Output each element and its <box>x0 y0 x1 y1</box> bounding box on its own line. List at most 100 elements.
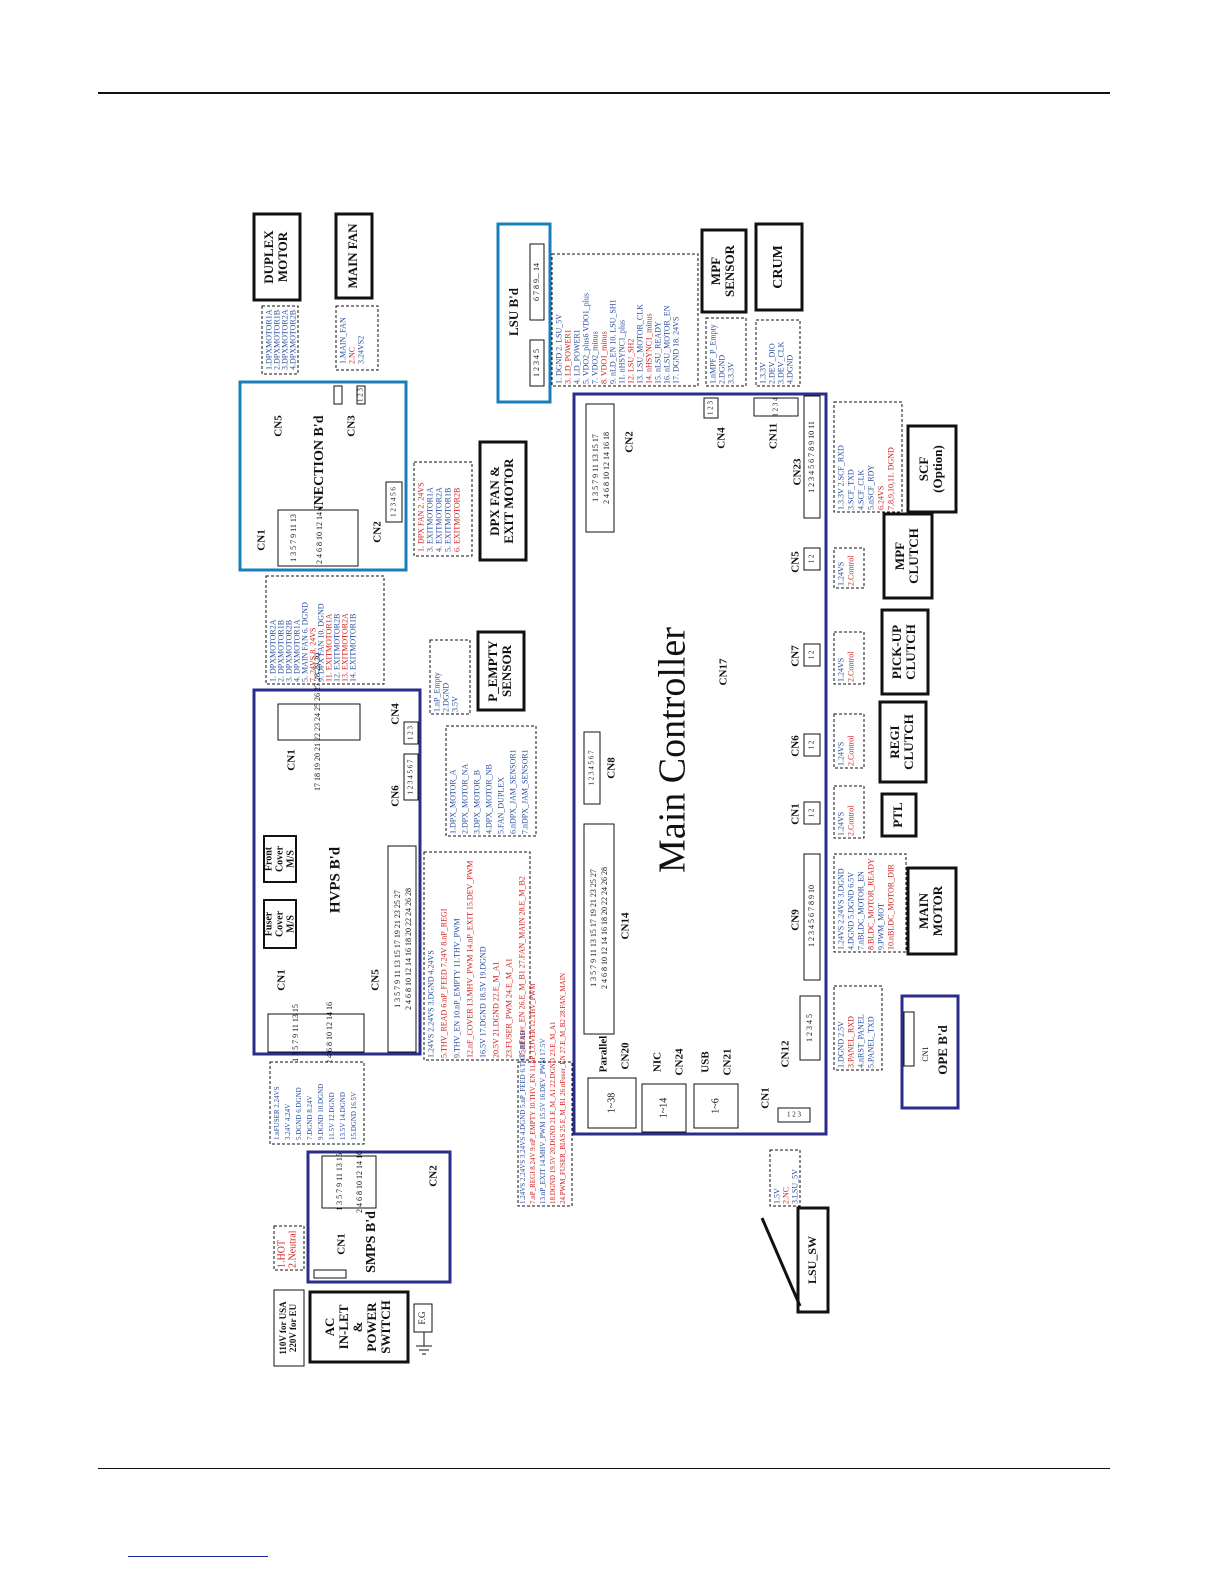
svg-text:Main Controller: Main Controller <box>652 627 694 873</box>
mc-cn1-label: CN1 <box>790 803 802 824</box>
lsu-pins-b-text: 6 7 8 9... 14 <box>532 263 541 301</box>
conn-cn2-label: CN2 <box>372 521 384 543</box>
svg-text:1 2: 1 2 <box>808 740 816 749</box>
mc-cn2-label: CN2 <box>624 431 636 453</box>
mc-cn8-text: 1 2 3 4 5 6 7 <box>588 750 596 786</box>
scf-signals-line: 5.nSCF_RDY <box>867 465 876 510</box>
smps-cn1-even: 2 4 6 8 10 12 14 16 <box>355 1151 364 1213</box>
crum-label: CRUM <box>771 245 786 289</box>
svg-text:CLUTCH: CLUTCH <box>906 528 921 584</box>
svg-text:CN1: CN1 <box>790 803 802 824</box>
svg-text:MPF: MPF <box>892 542 907 570</box>
svg-text:1 2 3 4 5: 1 2 3 4 5 <box>532 349 541 377</box>
svg-text:CN1: CN1 <box>286 749 298 770</box>
svg-text:CN12: CN12 <box>780 1040 792 1067</box>
svg-text:M/S: M/S <box>285 915 296 933</box>
mc-cn23-text: 1 2 3 4 5 6 7 8 9 10 11 <box>807 421 816 493</box>
header-rule <box>98 92 1110 94</box>
ac-signals-line: 2.Neutral <box>287 1230 298 1268</box>
mpf-sensor-signals-line: 3.3.3V <box>727 362 736 384</box>
cn14-signal-box <box>517 1061 573 1207</box>
mc-cn14-pins <box>583 823 615 1035</box>
svg-text:CN5: CN5 <box>273 415 285 437</box>
hvps-cn5-even: 2 4 6 8 10 12 14 16 18 20 22 24 26 28 <box>404 888 413 1010</box>
mc-cn14-even: 2 4 6 8 10 12 14 16 18 20 22 24 26 28 <box>600 867 609 989</box>
mc-cn11-text: 1 2 3 4 <box>772 397 780 417</box>
cn14-signals-line: 13.nP_EXIT 14.MHV_PWM 15.5V 16.DEV_PWM 1… <box>539 1038 547 1204</box>
mc-cn1-text: 1 2 <box>808 808 816 817</box>
svg-text:CN1: CN1 <box>336 1233 348 1254</box>
hvps-cn6-label: CN6 <box>390 785 402 807</box>
svg-text:CN1: CN1 <box>256 529 268 550</box>
mc-cn21-label: CN21 <box>722 1049 734 1076</box>
hvps-cn1-bottom-pins <box>267 1013 365 1053</box>
dpx-exit-signals-line: 4. EXITMOTOR2A <box>435 487 444 552</box>
main-motor-signals-line: 7.nBLDC_MOTOR_EN <box>857 871 866 950</box>
svg-text:CRUM: CRUM <box>771 245 786 289</box>
conn-cn3-pins <box>333 385 343 405</box>
svg-text:Fuser: Fuser <box>263 911 274 936</box>
mc-parallel-range: 1~38 <box>606 1093 617 1113</box>
crum-signals-line: 3.DEV_CLK <box>777 341 786 384</box>
conn-hvps-signals-line: 5. MAIN FAN 6. DGND <box>301 602 310 682</box>
lsu-signals-line: 8. VDO1_minus <box>600 331 609 384</box>
mc-cn9-label: CN9 <box>790 909 802 931</box>
svg-text:HVPS B'd: HVPS B'd <box>327 846 343 913</box>
svg-text:M/S: M/S <box>285 850 296 868</box>
hvps-cn6-pins <box>403 753 419 801</box>
hvps-cn6-text: 1 2 3 4 5 6 7 <box>407 759 415 795</box>
svg-text:1 3 5 7 9 11 13 15 17: 1 3 5 7 9 11 13 15 17 <box>591 434 600 502</box>
smps-cn2-signals-line: 9.DGND 10.DGND <box>317 1084 325 1140</box>
lsu-sw-signal-box <box>769 1149 801 1207</box>
p-empty-signals-line: 2.DGND <box>442 683 451 712</box>
cn8-signals-line: 6.nDPX_JAM_SENSOR1 <box>509 749 518 834</box>
svg-text:SMPS B'd: SMPS B'd <box>364 1211 379 1273</box>
lsu-signals-line: 3. LD_POWER1 <box>564 329 573 384</box>
mc-parallel-label: Parallel <box>598 1036 610 1073</box>
smps-cn1-indicator <box>313 1269 347 1279</box>
svg-text:1 2 3 4 5 6 7: 1 2 3 4 5 6 7 <box>588 750 596 786</box>
mpf-sensor-signals-line: 1.nMPF_P_Empty <box>709 324 718 384</box>
main-fan-signal-box <box>335 305 379 371</box>
mc-cn7-text: 1 2 <box>808 650 816 659</box>
duplex-motor-box <box>252 212 302 302</box>
regi-clutch-signals-line: 2.Control <box>847 735 856 766</box>
lsu-sw-box <box>796 1206 830 1314</box>
footer-link-underline <box>128 1556 268 1557</box>
lsu-signals-line: 9. nLD_EN 10. LSU_SH1 <box>609 299 618 384</box>
svg-text:1 2 3: 1 2 3 <box>357 388 365 403</box>
svg-text:CN6: CN6 <box>390 785 402 807</box>
svg-text:CN7: CN7 <box>790 645 802 667</box>
mc-parallel-port <box>587 1077 637 1129</box>
mc-nic-port <box>641 1083 687 1133</box>
hvps-bd-label: HVPS B'd <box>327 846 343 913</box>
mc-cn8-label: CN8 <box>606 757 618 779</box>
ac-voltage-box <box>273 1289 305 1367</box>
conn-cn2-text: 1 2 3 4 5 6 <box>390 487 398 517</box>
mc-cn14-odd: 1 3 5 7 9 11 13 15 17 19 21 23 25 27 <box>589 869 598 987</box>
svg-text:1 2: 1 2 <box>808 554 816 563</box>
main-motor-signals-line: 4.DGND 5.DGND 6.5V <box>847 872 856 950</box>
mc-cn5-label: CN5 <box>790 551 802 573</box>
p-empty-signals-line: 1.nP_Empty <box>433 672 442 712</box>
lsu-signals-line: 15. nLSU_READY <box>654 321 663 384</box>
svg-text:110V for USA: 110V for USA <box>278 1301 288 1355</box>
ptl-signal-box <box>833 785 865 839</box>
lsu-signals-line: 7. VDO2_minus <box>591 331 600 384</box>
lsu-bd-label: LSU B'd <box>506 287 521 336</box>
hvps-cn5-pins <box>387 845 417 1053</box>
svg-text:6 7 8 9... 14: 6 7 8 9... 14 <box>532 263 541 301</box>
lsu-pins-a-text: 1 2 3 4 5 <box>532 349 541 377</box>
